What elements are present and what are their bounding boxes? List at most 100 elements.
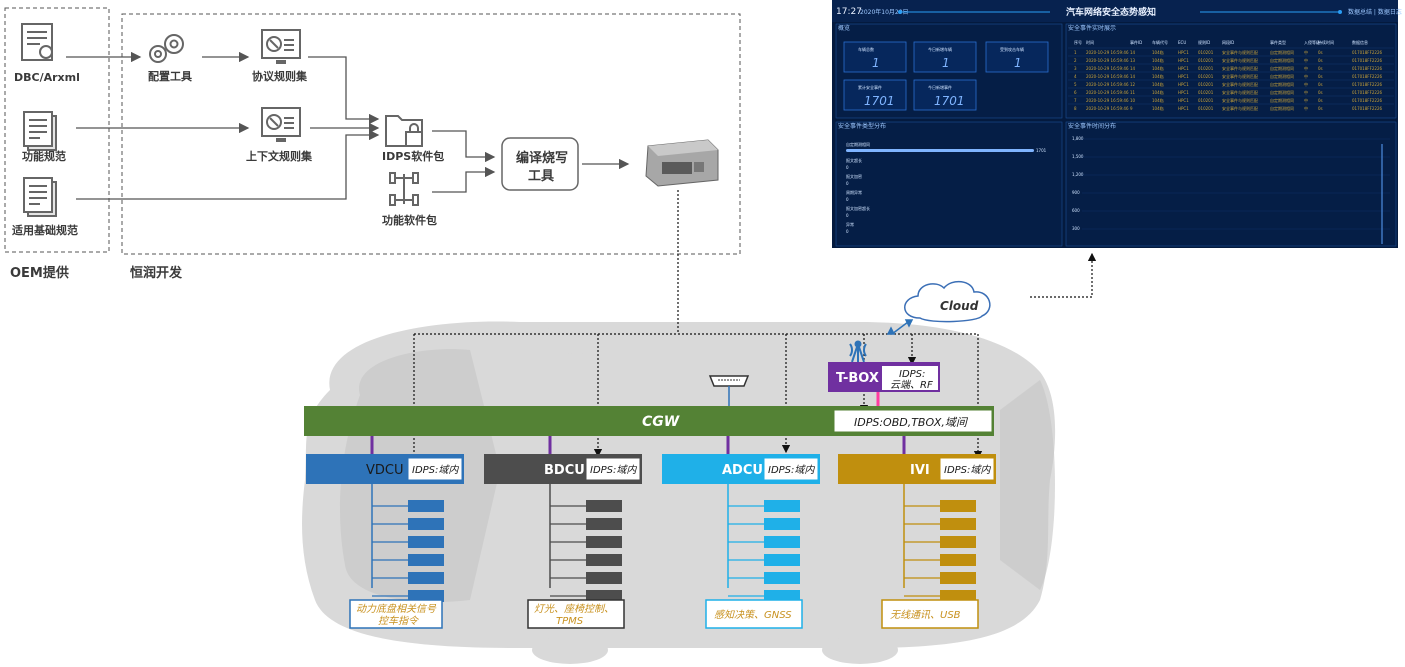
- node-block: [586, 536, 622, 548]
- node-block: [408, 500, 444, 512]
- table-cell: 2020-10-29 16:59:46: [1086, 58, 1129, 63]
- cgw-idps-box: [833, 409, 993, 433]
- table-cell: 自定期测相同: [1270, 49, 1294, 55]
- table-cell: 010201: [1198, 74, 1214, 79]
- panel-type-title: 安全事件类型分布: [838, 122, 886, 130]
- table-header: 事件类型: [1270, 39, 1286, 45]
- time-axis-tick: 1,500: [1072, 154, 1084, 159]
- table-cell: 0s: [1318, 90, 1323, 95]
- stat-label: 今日新增事件: [928, 84, 952, 90]
- table-cell: 安全事件与规则匹配: [1222, 97, 1258, 103]
- type-label: 周期异常: [846, 189, 862, 195]
- ecu-hardware-icon: [645, 139, 719, 187]
- table-cell: 14: [1130, 50, 1136, 55]
- ecu-name: IVI: [910, 463, 930, 478]
- table-cell: 2020-10-29 16:59:46: [1086, 74, 1129, 79]
- table-cell: 010201: [1198, 50, 1214, 55]
- dashboard-menu[interactable]: 数据总结 | 数据日志: [1348, 8, 1402, 16]
- protocol-rules-label: 协议规则集: [252, 69, 308, 83]
- ecu-name: BDCU: [544, 463, 585, 478]
- node-block: [586, 554, 622, 566]
- cloud-icon: [904, 280, 991, 323]
- oem-box: [4, 7, 110, 253]
- table-cell: 1: [1074, 50, 1077, 55]
- ecu-name: VDCU: [366, 463, 404, 478]
- table-cell: HPC1: [1178, 66, 1189, 71]
- ecu-idps-box: [407, 457, 463, 481]
- table-cell: 自定期测相同: [1270, 105, 1294, 111]
- time-axis-tick: 300: [1072, 226, 1080, 231]
- table-cell: 0s: [1318, 98, 1323, 103]
- table-cell: HPC1: [1178, 74, 1189, 79]
- stat-value: 1: [942, 56, 950, 70]
- document-icon: [23, 111, 57, 151]
- table-cell: 安全事件与规则匹配: [1222, 81, 1258, 87]
- node-block: [408, 572, 444, 584]
- table-cell: 4: [1074, 74, 1077, 79]
- time-axis-tick: 1,800: [1072, 136, 1084, 141]
- table-cell: 中: [1304, 57, 1308, 63]
- table-cell: 中: [1304, 105, 1308, 111]
- table-cell: 104临: [1152, 89, 1164, 95]
- ecu-description: 控车指令: [378, 615, 419, 627]
- function-package-label: 功能软件包: [382, 213, 437, 227]
- ecu-description-box: [881, 599, 979, 629]
- dev-title: 恒润开发: [130, 265, 183, 281]
- node-block: [408, 518, 444, 530]
- idps-package-label: IDPS软件包: [382, 149, 444, 163]
- monitor-rules-icon: [261, 107, 301, 142]
- table-cell: 2020-10-29 16:59:46: [1086, 50, 1129, 55]
- table-cell: 14: [1130, 66, 1136, 71]
- node-block: [940, 572, 976, 584]
- table-cell: 5: [1074, 82, 1077, 87]
- table-header: 序号: [1074, 39, 1082, 45]
- compile-tool-label: 工具: [528, 169, 554, 184]
- table-cell: 010201: [1198, 58, 1214, 63]
- tbox-idps-box: [882, 366, 938, 390]
- table-cell: 104临: [1152, 97, 1164, 103]
- table-header: 车辆代号: [1152, 39, 1168, 45]
- ecu-description-box: [349, 599, 443, 629]
- table-cell: 010201: [1198, 106, 1214, 111]
- ecu-description: TPMS: [556, 616, 584, 627]
- stat-card-frame: [913, 79, 977, 111]
- wireless-link-icon: [886, 319, 914, 335]
- stat-card-frame: [843, 41, 907, 73]
- security-dashboard: 17:27 2020年10月29日 汽车网络安全态势感知 数据总结 | 数据日志…: [832, 0, 1402, 248]
- node-block: [586, 518, 622, 530]
- stat-label: 今日新增车辆: [928, 46, 952, 52]
- stat-card-frame: [913, 41, 977, 73]
- type-value: 0: [846, 165, 849, 170]
- ecu-idps-box: [763, 457, 819, 481]
- table-cell: 中: [1304, 89, 1308, 95]
- ecu-idps-label: IDPS:域内: [590, 464, 637, 476]
- ecu-name: ADCU: [722, 463, 763, 478]
- tbox-idps-label: IDPS:: [899, 369, 925, 380]
- node-block: [764, 554, 800, 566]
- table-cell: 中: [1304, 73, 1308, 79]
- table-cell: 自定期测相同: [1270, 73, 1294, 79]
- table-cell: 14: [1130, 74, 1136, 79]
- table-cell: 2: [1074, 58, 1077, 63]
- table-cell: 6: [1074, 90, 1077, 95]
- table-cell: 0s: [1318, 82, 1323, 87]
- node-block: [940, 590, 976, 602]
- table-cell: 12: [1130, 82, 1136, 87]
- table-cell: HPC1: [1178, 50, 1189, 55]
- time-axis-tick: 1,200: [1072, 172, 1084, 177]
- flow-lines: [66, 51, 630, 200]
- node-block: [764, 518, 800, 530]
